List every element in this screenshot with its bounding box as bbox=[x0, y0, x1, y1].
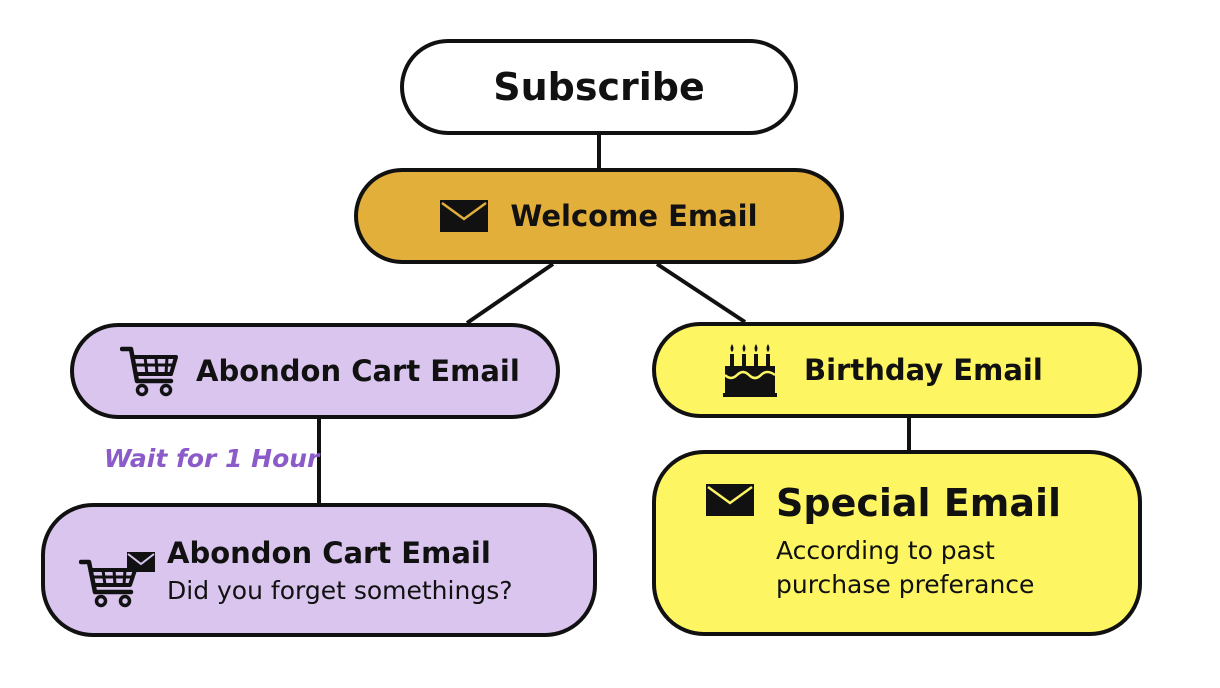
envelope-icon bbox=[706, 484, 754, 516]
edge-welcome-birthday bbox=[655, 262, 747, 324]
node-welcome-email-title: Welcome Email bbox=[510, 199, 758, 233]
node-special-email: Special Email According to past purchase… bbox=[652, 450, 1142, 636]
node-subscribe: Subscribe bbox=[400, 39, 798, 135]
node-abandon-cart-email-title: Abondon Cart Email bbox=[196, 354, 520, 388]
node-subscribe-title: Subscribe bbox=[493, 65, 705, 109]
node-abandon-cart-followup-description: Did you forget somethings? bbox=[167, 575, 513, 605]
shopping-cart-icon bbox=[120, 346, 178, 397]
birthday-cake-icon bbox=[723, 344, 777, 397]
node-abandon-cart-followup: Abondon Cart Email Did you forget someth… bbox=[41, 503, 597, 637]
edge-welcome-abandon-cart bbox=[465, 262, 555, 325]
node-abandon-cart-followup-title: Abondon Cart Email bbox=[167, 535, 491, 570]
node-special-email-description-line: According to past bbox=[776, 536, 995, 565]
cart-envelope-icon bbox=[79, 552, 155, 608]
node-special-email-description-line: purchase preferance bbox=[776, 570, 1035, 599]
node-special-email-title: Special Email bbox=[776, 481, 1062, 525]
edge-label-wait: Wait for 1 Hour bbox=[104, 444, 320, 473]
envelope-icon bbox=[440, 200, 489, 232]
node-birthday-email: Birthday Email bbox=[652, 322, 1142, 418]
node-welcome-email: Welcome Email bbox=[354, 168, 844, 264]
node-abandon-cart-email: Abondon Cart Email bbox=[70, 323, 560, 419]
node-abandon-cart-followup-text: Abondon Cart Email Did you forget someth… bbox=[167, 536, 512, 605]
node-special-email-description: According to past purchase preferance bbox=[776, 534, 1061, 602]
node-birthday-email-title: Birthday Email bbox=[804, 353, 1043, 387]
node-special-email-text: Special Email According to past purchase… bbox=[776, 480, 1061, 602]
